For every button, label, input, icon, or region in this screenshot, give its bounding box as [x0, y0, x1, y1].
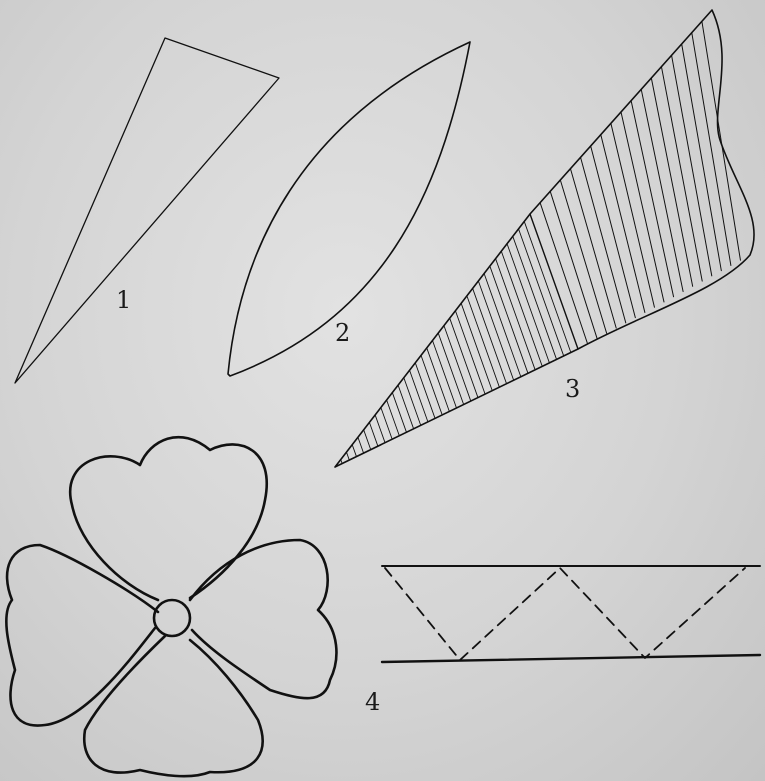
hatch-line-fine: [410, 370, 428, 422]
hatch-line-fine: [461, 303, 492, 390]
figure-2-label: 2: [335, 321, 350, 345]
hatch-line-coarse: [560, 180, 606, 333]
hatch-line-fine: [369, 422, 377, 446]
hatch-line-fine: [387, 400, 400, 436]
hatch-line-coarse: [641, 89, 683, 291]
hatch-line-coarse: [631, 101, 673, 297]
hatch-line-fine: [519, 229, 564, 356]
hatch-line-coarse: [661, 67, 702, 281]
hatch-line-fine: [375, 415, 385, 443]
hatch-line-coarse: [682, 44, 722, 271]
hatch-line-coarse: [581, 157, 626, 323]
hatch-line-coarse: [692, 33, 731, 266]
hatch-line-coarse: [702, 21, 741, 260]
hatch-line-fine: [398, 385, 414, 429]
flower-petal-bottom: [84, 636, 262, 776]
hatch-line-fine: [507, 244, 549, 363]
flower-petal-top: [70, 437, 267, 600]
hatch-line-fine: [415, 363, 435, 419]
hatch-line-fine: [352, 445, 356, 457]
hatch-line-coarse: [540, 203, 587, 344]
hatch-line-fine: [490, 266, 528, 373]
hatch-line-fine: [444, 326, 471, 401]
hatch-line-fine: [513, 236, 557, 359]
hatch-line-fine: [358, 437, 364, 453]
hatch-line-fine: [392, 393, 406, 433]
hatch-line-coarse: [550, 191, 597, 338]
figure-3-label: 3: [565, 377, 580, 401]
figure-4-flower: [6, 437, 336, 776]
hatch-line-fine: [496, 259, 536, 370]
figure-4-band: [382, 566, 760, 662]
flower-petal-left: [6, 545, 158, 726]
hatch-line-fine: [450, 318, 478, 397]
hatch-line-coarse: [621, 112, 664, 302]
hatch-line-fine: [455, 311, 485, 394]
hatch-line-fine: [364, 430, 371, 450]
hatch-line-fine: [346, 452, 349, 460]
hatch-line-fine: [438, 333, 463, 404]
figure-3-wedge: [335, 10, 754, 467]
hatch-line-coarse: [651, 78, 692, 286]
hatch-line-fine: [501, 251, 542, 366]
hatch-line-fine: [467, 296, 499, 387]
hatch-line-fine: [421, 355, 442, 415]
hatch-line-coarse: [570, 169, 616, 328]
hatch-line-fine: [341, 460, 342, 464]
hatch-line-fine: [404, 378, 421, 426]
figure-1-label: 1: [116, 288, 131, 312]
figure-4-label: 4: [365, 690, 380, 714]
hatch-line-coarse: [591, 146, 636, 318]
flower-center: [154, 600, 190, 636]
hatch-line-coarse: [672, 55, 712, 276]
hatch-line-coarse: [601, 135, 645, 313]
hatch-line-fine: [484, 274, 521, 377]
figure-1-triangle: [15, 38, 279, 383]
hatch-line-coarse: [611, 123, 655, 307]
flower-petal-right: [190, 540, 336, 698]
hatch-line-fine: [473, 288, 507, 383]
